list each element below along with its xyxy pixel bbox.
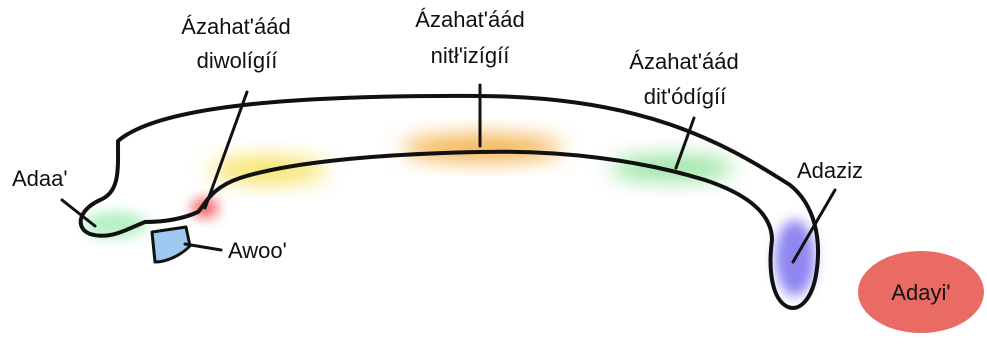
tongue-middle-label-line1: Ázahat'áád <box>415 7 524 32</box>
tongue-tip-label-line2: diwolígíí <box>197 48 278 73</box>
tongue-side-label-line1: Ázahat'áád <box>629 49 738 74</box>
tip-leader <box>203 90 249 210</box>
tract-outline <box>78 93 820 310</box>
leader-lines <box>60 83 837 264</box>
tooth-leader <box>183 242 223 252</box>
middle-zone <box>402 134 562 162</box>
stomach-label: Adayi' <box>891 280 950 305</box>
tongue-tip-label-line1: Ázahat'áád <box>181 14 290 39</box>
lip-leader <box>60 198 97 228</box>
side-zone <box>610 154 734 182</box>
tongue-middle-label-line2: nitł'izígíí <box>431 43 510 68</box>
stomach-shape <box>858 251 984 333</box>
back-leader <box>791 188 837 264</box>
lip-zone <box>83 211 147 239</box>
tongue-back-label: Adaziz <box>797 158 863 183</box>
tongue-side-label-line2: dit'ódígíí <box>644 84 726 109</box>
tooth-label: Awoo' <box>228 238 287 263</box>
side-leader <box>674 116 696 170</box>
lip-label: Adaa' <box>12 166 68 191</box>
